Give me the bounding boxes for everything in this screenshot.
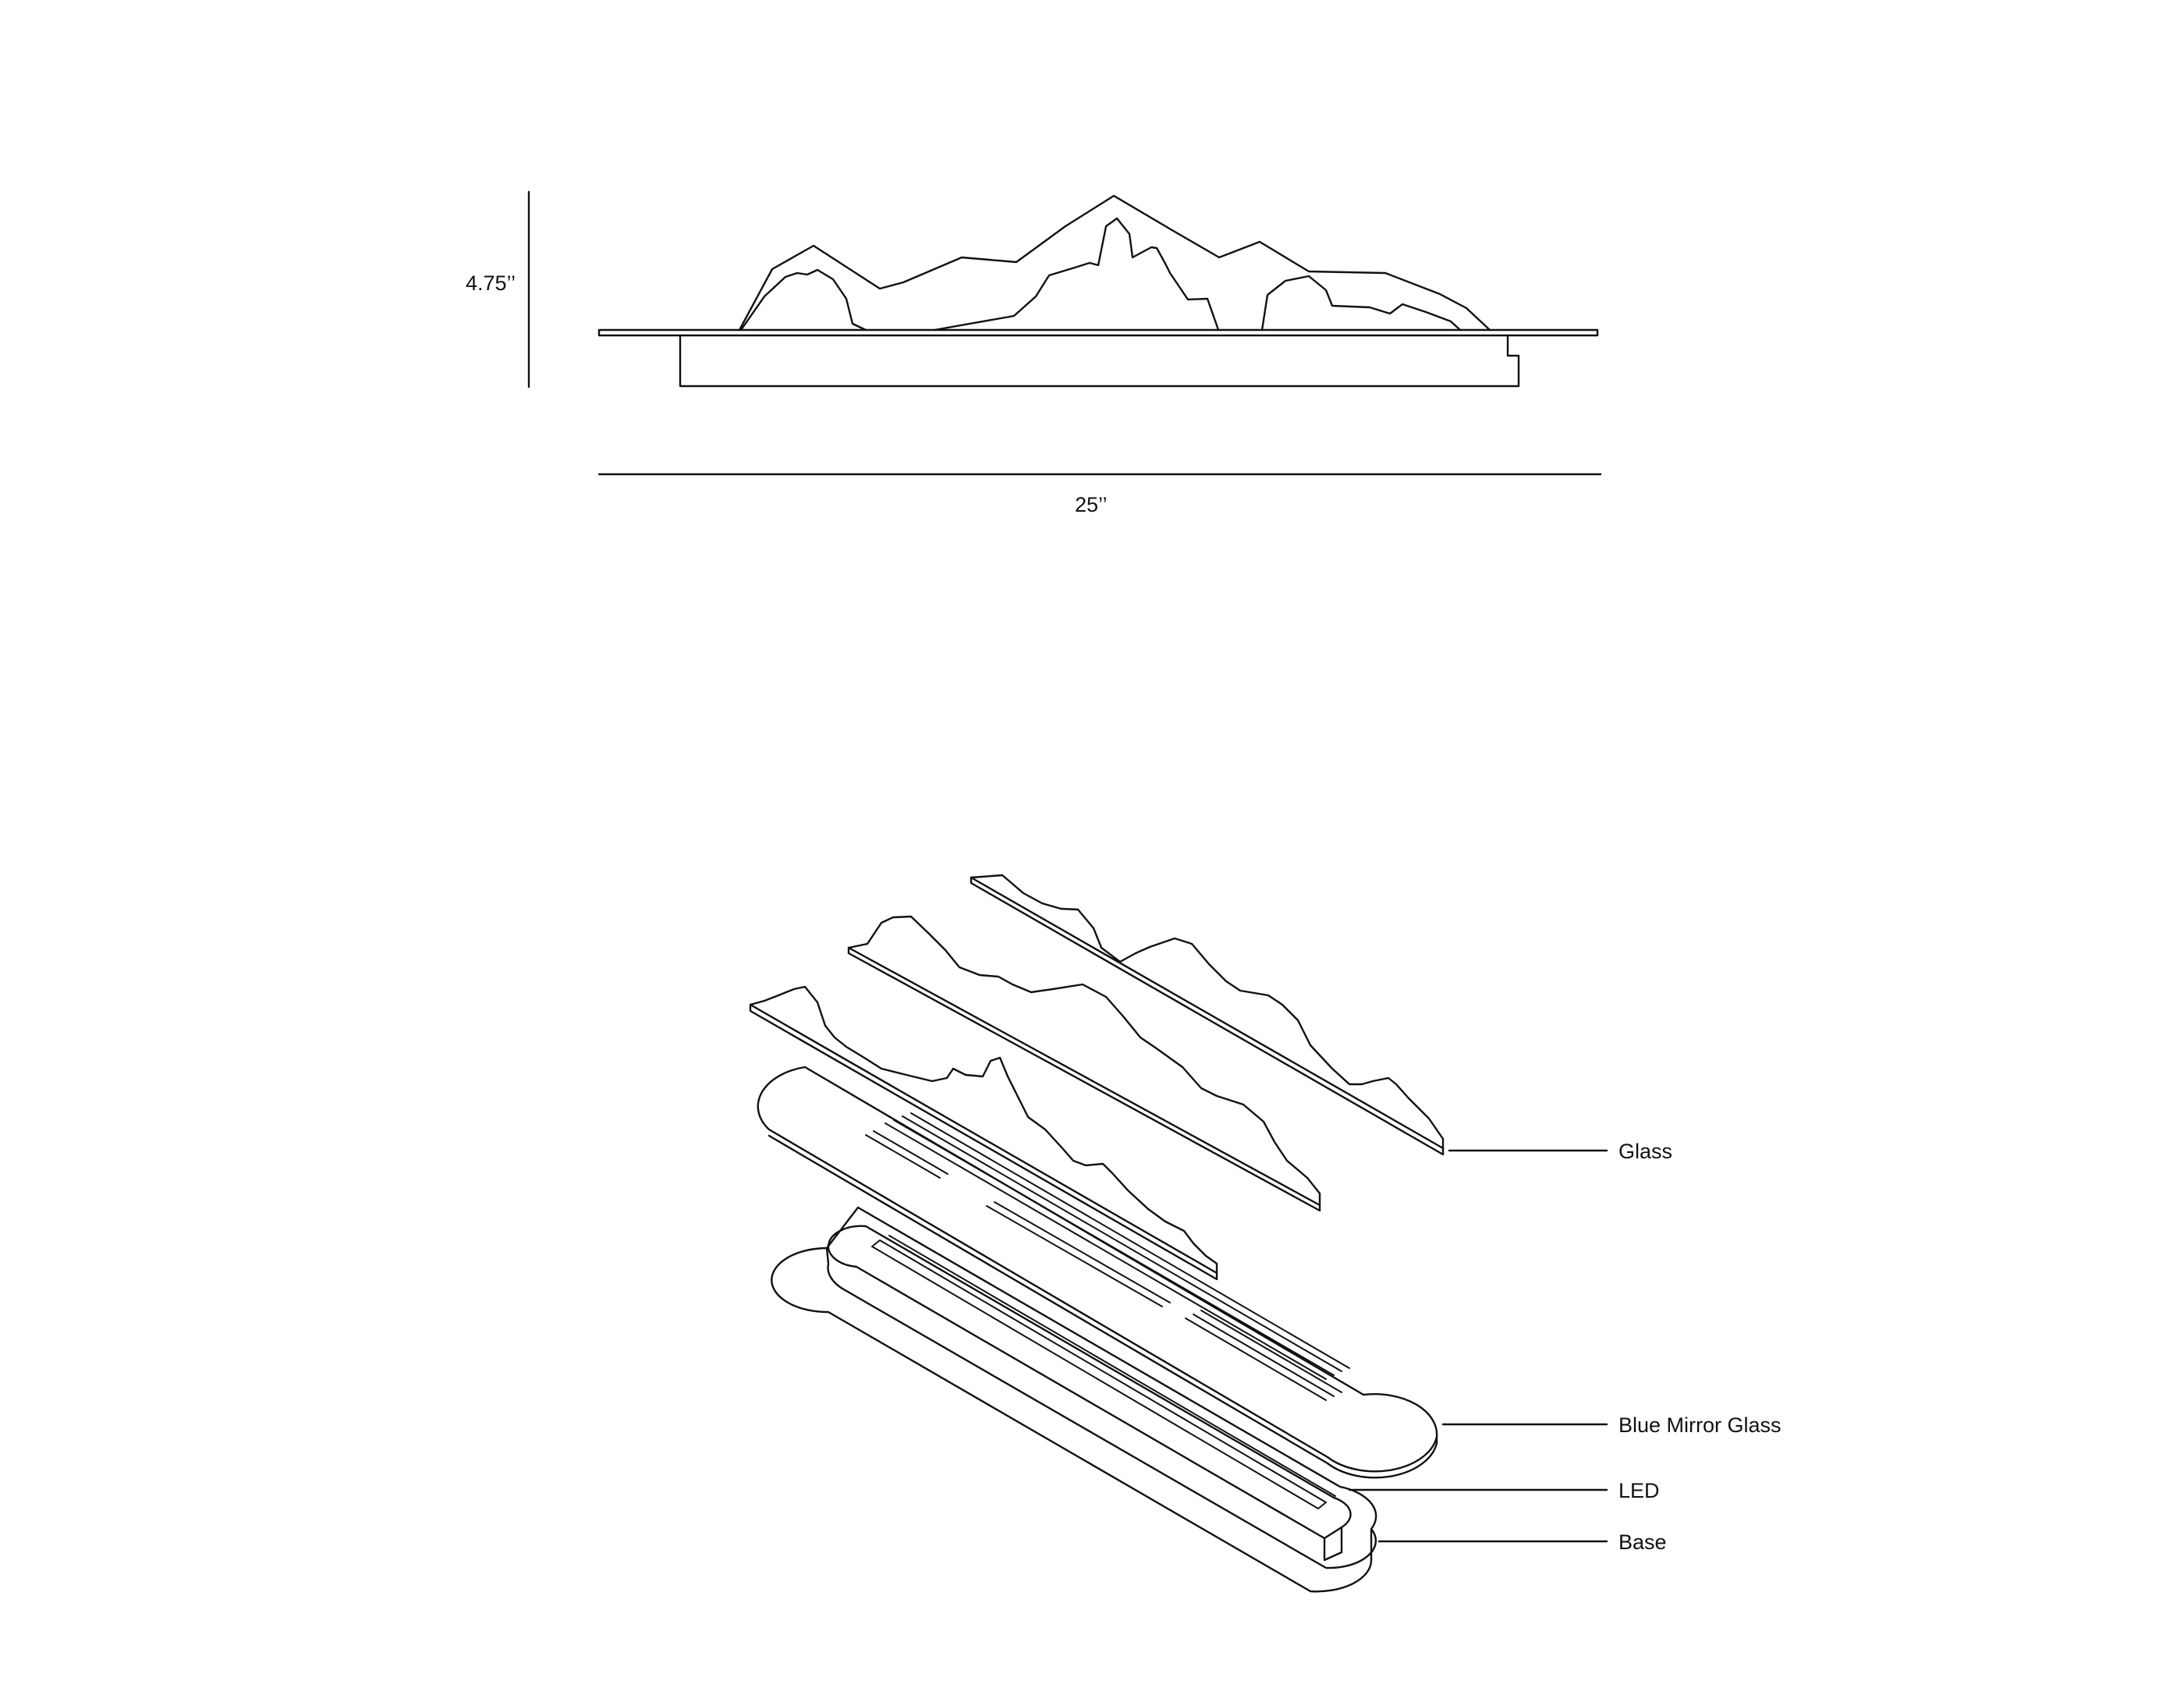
mountain-front-left <box>739 268 867 332</box>
callout-led: LED <box>1348 1479 1660 1502</box>
callout-label-blue-mirror-glass: Blue Mirror Glass <box>1618 1413 1782 1437</box>
callout-label-glass: Glass <box>1618 1140 1672 1163</box>
callout-blue-mirror-glass: Blue Mirror Glass <box>1441 1413 1782 1437</box>
exploded-view: Glass Blue Mirror Glass LED Base <box>749 874 1782 1593</box>
mountain-back <box>738 194 1491 332</box>
top-plate <box>597 328 1599 337</box>
blue-mirror-glass-part <box>757 1066 1438 1479</box>
height-dimension-label: 4.75’’ <box>466 271 516 295</box>
led-strip <box>871 1239 1327 1509</box>
callout-base: Base <box>1377 1530 1667 1554</box>
mountain-middle <box>933 217 1220 332</box>
base-part <box>771 1206 1377 1593</box>
front-elevation: 4.75’’ 25’’ <box>466 190 1602 516</box>
width-dimension-label: 25’’ <box>1075 493 1108 516</box>
callout-glass: Glass <box>1448 1140 1672 1163</box>
mountain-front-right <box>1260 275 1462 332</box>
base-block <box>679 334 1520 388</box>
callout-label-base: Base <box>1618 1530 1667 1554</box>
callout-label-led: LED <box>1618 1479 1660 1502</box>
glass-panels <box>749 874 1445 1281</box>
